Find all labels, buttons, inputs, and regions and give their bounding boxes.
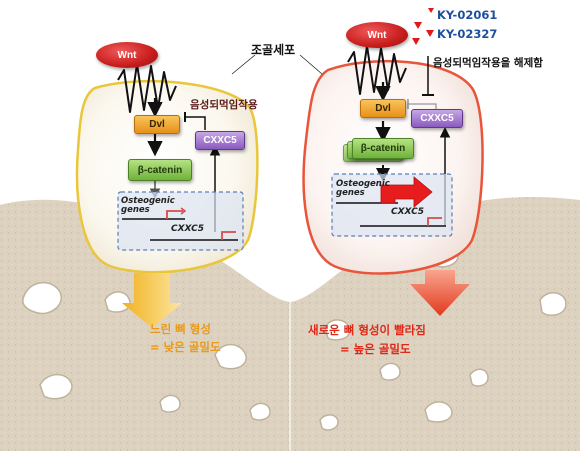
wnt-ligand-icon: Wnt — [96, 42, 158, 68]
cxxc5-gene: CXXC5 — [391, 207, 425, 217]
nucleus-label: Osteogenic genes — [121, 196, 175, 215]
big-red-arrow-icon — [380, 176, 433, 208]
dvl-box: Dvl — [360, 99, 406, 118]
right-outcome-line2: = 높은 골밀도 — [340, 342, 411, 356]
wnt-ligand-icon: Wnt — [346, 22, 408, 48]
nucleus-label: Osteogenic genes — [336, 179, 390, 198]
receptor-coil-icon — [117, 63, 177, 113]
feedback-label: 음성되먹임작용 — [190, 99, 258, 111]
drug-label-2: KY-02327 — [437, 27, 498, 41]
left-nucleus — [117, 191, 244, 251]
dvl-box: Dvl — [134, 115, 180, 134]
beta-catenin-box: β-catenin — [128, 159, 192, 181]
right-cell-membrane — [302, 59, 484, 275]
cxxc5-protein-box: CXXC5 — [411, 109, 463, 128]
right-outcome-line1: 새로운 뼈 형성이 빨라짐 — [308, 323, 426, 337]
cxxc5-gene: CXXC5 — [171, 224, 205, 234]
drug-label-1: KY-02061 — [437, 8, 498, 22]
red-down-arrow-icon — [410, 270, 470, 316]
beta-catenin-box: β-catenin — [352, 138, 414, 159]
cell-label: 조골세포 — [251, 43, 296, 57]
cxxc5-protein-box: CXXC5 — [195, 131, 245, 150]
receptor-coil-icon — [347, 45, 407, 95]
left-outcome-line2: = 낮은 골밀도 — [150, 340, 221, 354]
yellow-down-arrow-icon — [122, 273, 182, 328]
drug-triangle-icon — [412, 8, 434, 45]
left-outcome-line1: 느린 뼈 형성 — [150, 322, 211, 336]
release-label: 음성되먹임작용을 해제함 — [433, 57, 543, 69]
